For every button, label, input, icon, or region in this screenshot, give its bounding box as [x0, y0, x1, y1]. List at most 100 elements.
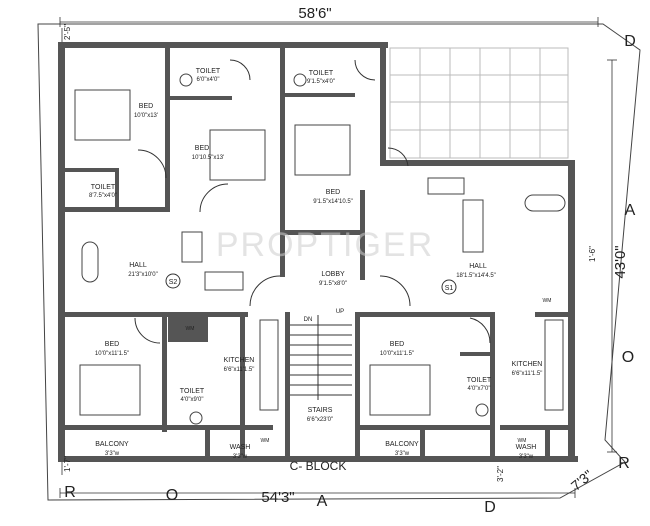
road-letter-top-right: D	[624, 33, 636, 50]
svg-text:10'0"x13': 10'0"x13'	[134, 113, 158, 119]
sofa-left	[181, 231, 203, 263]
svg-text:9'1.5"x8'0": 9'1.5"x8'0"	[319, 281, 347, 287]
furniture	[74, 73, 566, 425]
toilet-fixture-3	[189, 411, 203, 425]
watermark: PROPTIGER	[216, 226, 434, 264]
plot-boundary	[37, 23, 641, 501]
svg-text:KITCHEN: KITCHEN	[224, 357, 255, 364]
bed-furniture-tr	[294, 124, 351, 176]
svg-text:10'0"x11'1.5": 10'0"x11'1.5"	[380, 351, 414, 357]
svg-text:LOBBY: LOBBY	[321, 271, 345, 278]
stairs-dn: DN	[304, 317, 313, 323]
dim-bottom: 54'3"	[261, 489, 294, 506]
wm-label-4: WM	[518, 438, 527, 444]
stair-treads	[290, 315, 352, 400]
toilet-fixture-1	[179, 73, 193, 87]
svg-text:HALL: HALL	[469, 263, 487, 270]
room-bed-tl: BED 10'0"x13'	[134, 103, 158, 119]
room-stairs: STAIRS 6'6"x23'0"	[307, 407, 333, 423]
dining-table-left	[81, 241, 99, 283]
terrace-grid	[389, 47, 569, 159]
svg-text:4'0"x9'0": 4'0"x9'0"	[181, 397, 204, 403]
room-wash-r: WASH 3'3"w	[516, 444, 537, 460]
svg-text:21'3"x10'0": 21'3"x10'0"	[128, 272, 158, 278]
room-wash-l: WASH 3'3"w	[230, 444, 251, 460]
svg-text:18'1.5"x14'4.5": 18'1.5"x14'4.5"	[456, 273, 496, 279]
road-letter-right-r: R	[618, 455, 630, 472]
room-bed-tr: BED 9'1.5"x14'10.5"	[313, 189, 353, 205]
room-kitchen-l: KITCHEN 6'6"x11'1.5"	[224, 357, 255, 373]
sofa-left-2	[204, 271, 244, 291]
room-toilet-top2: TOILET 9'1.5"x4'0"	[307, 70, 335, 85]
sofa-right	[427, 177, 465, 195]
dim-right-small: 1'-6"	[588, 246, 597, 262]
room-lobby: LOBBY 9'1.5"x8'0"	[319, 271, 347, 287]
bed-furniture-bl	[79, 364, 141, 416]
bed-furniture-tl	[74, 89, 131, 141]
bed-furniture-tc	[209, 129, 266, 181]
road-letter-right-o: O	[622, 349, 634, 366]
svg-text:4'0"x7'0": 4'0"x7'0"	[468, 386, 491, 392]
wm-label-3: WM	[261, 438, 270, 444]
wm-label-1: WM	[186, 326, 195, 332]
room-bed-br: BED 10'0"x11'1.5"	[380, 341, 414, 357]
svg-text:TOILET: TOILET	[309, 70, 334, 77]
svg-text:WASH: WASH	[230, 444, 251, 451]
room-balcony-r: BALCONY 3'3"w	[385, 441, 419, 457]
marker-s1: S1	[445, 285, 454, 292]
kitchen-counter-left	[259, 319, 279, 411]
svg-text:6'6"x11'1.5": 6'6"x11'1.5"	[512, 371, 543, 377]
dim-top-left-small: 2'-5"	[63, 24, 72, 40]
road-letter-right-a: A	[625, 202, 636, 219]
dim-top: 58'6"	[298, 5, 331, 22]
road-letter-bottom-r: R	[64, 484, 76, 501]
marker-s2-circle	[165, 273, 181, 289]
road-letter-bottom-d: D	[484, 499, 496, 516]
room-toilet-left: TOILET 8'7.5"x4'0"	[89, 184, 117, 199]
svg-text:6'6"x23'0": 6'6"x23'0"	[307, 417, 333, 423]
room-toilet-top1: TOILET 6'0"x4'0"	[196, 68, 221, 83]
sofa-right-2	[462, 199, 484, 253]
svg-text:8'7.5"x4'0": 8'7.5"x4'0"	[89, 193, 117, 199]
room-balcony-l: BALCONY 3'3"w	[95, 441, 129, 457]
block-label: C- BLOCK	[290, 459, 347, 473]
svg-text:BED: BED	[139, 103, 153, 110]
marker-s1-circle	[441, 279, 457, 295]
dim-bottom-right-small: 3'-2"	[496, 466, 505, 482]
svg-text:WASH: WASH	[516, 444, 537, 451]
room-hall-left: HALL 21'3"x10'0"	[128, 262, 158, 278]
svg-text:10'10.5"x13': 10'10.5"x13'	[192, 155, 224, 161]
room-toilet-br: TOILET 4'0"x7'0"	[467, 377, 492, 392]
dim-bottom-left-small: 1'-7"	[63, 456, 72, 472]
svg-text:TOILET: TOILET	[91, 184, 116, 191]
svg-text:3'3"w: 3'3"w	[395, 451, 410, 457]
room-kitchen-r: KITCHEN 6'6"x11'1.5"	[512, 361, 543, 377]
svg-text:10'0"x11'1.5": 10'0"x11'1.5"	[95, 351, 129, 357]
wm-label-2: WM	[543, 298, 552, 304]
room-bed-bl: BED 10'0"x11'1.5"	[95, 341, 129, 357]
svg-text:TOILET: TOILET	[180, 388, 205, 395]
svg-text:STAIRS: STAIRS	[308, 407, 333, 414]
dining-table-right	[524, 194, 566, 212]
room-hall-right: HALL 18'1.5"x14'4.5"	[456, 263, 496, 279]
svg-text:BED: BED	[105, 341, 119, 348]
svg-text:9'1.5"x4'0": 9'1.5"x4'0"	[307, 79, 335, 85]
svg-text:3'3"w: 3'3"w	[105, 451, 120, 457]
bed-furniture-br	[369, 364, 431, 416]
room-toilet-bl: TOILET 4'0"x9'0"	[180, 388, 205, 403]
stairs-up: UP	[336, 309, 344, 315]
toilet-fixture-4	[475, 403, 489, 417]
svg-text:BALCONY: BALCONY	[385, 441, 419, 448]
svg-text:HALL: HALL	[129, 262, 147, 269]
road-letter-bottom-o: O	[166, 487, 178, 504]
svg-text:6'6"x11'1.5": 6'6"x11'1.5"	[224, 367, 255, 373]
svg-text:TOILET: TOILET	[467, 377, 492, 384]
svg-text:6'0"x4'0": 6'0"x4'0"	[197, 77, 220, 83]
dim-corner: 7'3"	[568, 467, 596, 494]
room-bed-tc: BED 10'10.5"x13'	[192, 145, 224, 161]
svg-text:BALCONY: BALCONY	[95, 441, 129, 448]
svg-text:3'3"w: 3'3"w	[519, 454, 534, 460]
toilet-fixture-2	[293, 73, 307, 87]
dimension-lines	[59, 17, 617, 498]
